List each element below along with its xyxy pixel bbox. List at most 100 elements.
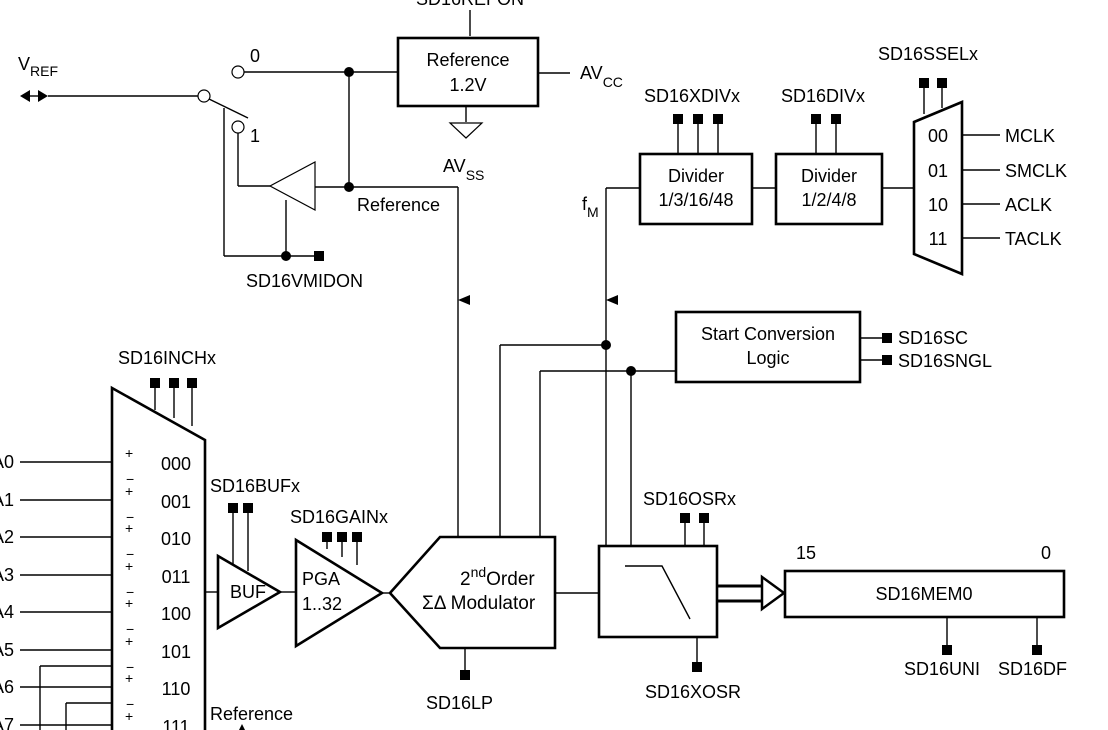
pga-line1: PGA [302,569,340,589]
switch-label-0: 0 [250,46,260,66]
divider-2 [774,152,884,226]
sd16div-label: SD16DIVx [781,86,865,106]
input-channel-mux [110,385,207,730]
plus-sign: + [125,445,133,461]
mux-code-label: 100 [161,604,191,624]
sd16ssel-label: SD16SSELx [878,44,978,64]
divider-2-line1: Divider [801,166,857,186]
modulator-line2: ΣΔ Modulator [422,593,536,614]
sd16uni-label: SD16UNI [904,659,980,679]
minus-sign: − [126,584,134,600]
sd16refon-label: SD16REFON [416,0,524,9]
divider-2-line2: 1/2/4/8 [801,190,856,210]
xdiv-control-bits [673,114,723,153]
ground-symbol-icon [448,122,484,139]
clock-source-taclk: TACLK [1005,229,1062,249]
digital-filter-block [597,544,719,639]
input-mux-rows: A0+−000A1+−001A2+−010A3+−011A4+−100A5+−1… [0,445,191,730]
reference-up-arrow-icon [239,724,245,730]
div-control-bits [811,114,841,153]
mux-code-label: 001 [161,492,191,512]
sd16mem0-register [783,569,1066,619]
minus-sign: − [126,659,134,675]
clock-mux-codes: 00 01 10 11 [928,126,948,249]
filter-response-icon [625,565,691,620]
sd16xosr-label: SD16XOSR [645,682,741,702]
pga-line2: 1..32 [302,594,342,614]
plus-sign: + [125,670,133,686]
svg-text:00: 00 [928,126,948,146]
sd16sc-label: SD16SC [898,328,968,348]
control-bit-icon [942,645,952,655]
data-bus-arrow-icon [717,574,787,612]
start-conversion-logic [674,310,862,384]
svg-text:01: 01 [928,161,948,181]
plus-sign: + [125,483,133,499]
sd16buf-label: SD16BUFx [210,476,300,496]
plus-sign: + [125,520,133,536]
clock-source-mux [912,100,964,276]
fm-label: fM [582,194,599,220]
buf-control-bits [228,503,253,571]
switch-common-terminal [197,89,211,103]
mux-code-label: 111 [162,717,189,730]
mux-code-label: 101 [161,642,191,662]
control-bit-icon [882,355,892,365]
sd16gain-label: SD16GAINx [290,507,388,527]
channel-label: A5 [0,640,14,660]
control-bit-icon [692,662,702,672]
switch-terminal-0 [231,65,245,79]
vmid-buffer [268,161,316,211]
inch-control-bits [150,378,197,426]
mux-code-label: 011 [162,567,191,587]
start-conversion-line2: Logic [746,348,789,368]
minus-sign: − [126,471,134,487]
channel-label: A7 [0,715,14,730]
minus-sign: − [126,696,134,712]
buf-block [216,553,283,631]
sd16inch-label: SD16INCHx [118,348,216,368]
mem-lsb-label: 0 [1041,543,1051,563]
channel-label: A4 [0,602,14,622]
sd16sngl-label: SD16SNGL [898,351,992,371]
reference-block [396,36,540,108]
bottom-reference-label: Reference [210,704,293,724]
sd16mem0-label: SD16MEM0 [875,584,972,604]
plus-sign: + [125,633,133,649]
avss-label: AVSS [443,156,484,183]
clock-source-smclk: SMCLK [1005,161,1067,181]
clock-source-wires [962,134,1000,239]
minus-sign: − [126,621,134,637]
mux-code-label: 000 [161,454,191,474]
divider-1 [638,152,754,226]
channel-label: A0 [0,452,14,472]
channel-label: A6 [0,677,14,697]
mem-msb-label: 15 [796,543,816,563]
sd16df-label: SD16DF [998,659,1067,679]
switch-terminal-1 [231,120,245,134]
channel-label: A2 [0,527,14,547]
divider-1-line1: Divider [668,166,724,186]
sd16lp-label: SD16LP [426,693,493,713]
ssel-control-bits [919,78,947,114]
buf-block-label: BUF [230,582,266,602]
divider-1-line2: 1/3/16/48 [658,190,733,210]
reference-tap-label: Reference [357,195,440,215]
bidirectional-arrow-icon [20,90,48,102]
mux-code-label: 110 [162,679,191,699]
plus-sign: + [125,558,133,574]
reference-block-line1: Reference [426,50,509,70]
control-bit-icon [314,251,324,261]
switch-blade [208,98,249,119]
avcc-label: AVCC [580,63,623,90]
sd16xdiv-label: SD16XDIVx [644,86,740,106]
vmid-label: SD16VMIDON [246,271,363,291]
control-bit-icon [882,333,892,343]
reference-block-line2: 1.2V [449,75,486,95]
osr-control-bits [680,513,709,546]
switch-label-1: 1 [250,126,260,146]
sd16osr-label: SD16OSRx [643,489,736,509]
control-bit-icon [460,670,470,680]
gain-control-bits [322,532,362,565]
